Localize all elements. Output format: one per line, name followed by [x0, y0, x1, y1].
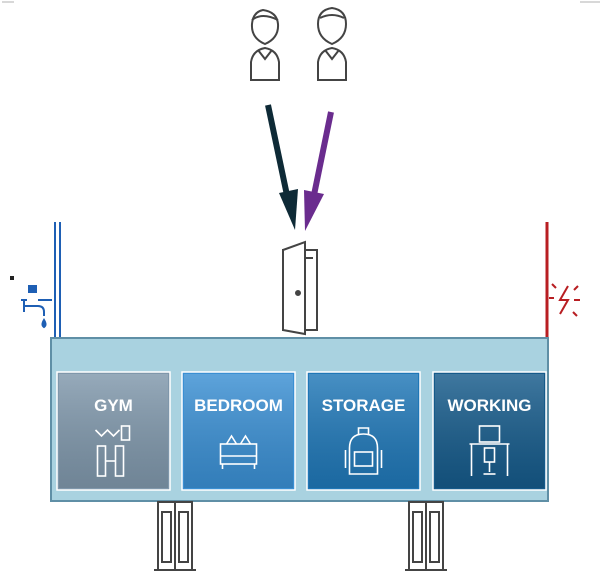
- desk-chair-icon: [469, 425, 510, 476]
- room-card-working: WORKING: [432, 371, 547, 491]
- room-label: WORKING: [447, 396, 531, 415]
- bed-icon: [219, 434, 258, 469]
- room-card-bedroom: BEDROOM: [181, 371, 296, 491]
- room-card-storage: STORAGE: [306, 371, 421, 491]
- arrow-person-1: [265, 104, 298, 230]
- room-card-gym: GYM: [56, 371, 171, 491]
- water-tap-icon: [21, 285, 52, 329]
- electricity-icon: [549, 283, 580, 317]
- room-card-shade: [309, 374, 418, 488]
- window-icon: [405, 501, 447, 571]
- user-icon: [316, 6, 348, 81]
- room-card-shade: [59, 374, 168, 488]
- room-label: STORAGE: [322, 396, 406, 415]
- room-card-shade: [184, 374, 293, 488]
- room-label: GYM: [94, 396, 133, 415]
- room-label: BEDROOM: [194, 396, 283, 415]
- arrow-person-2: [304, 111, 334, 231]
- rooms-group: GYM BEDROOM STORAGE WORKING: [56, 371, 547, 491]
- window-icon: [154, 501, 196, 571]
- dumbbell-icon: [94, 425, 131, 477]
- door-icon: [282, 240, 318, 336]
- backpack-icon: [344, 427, 383, 475]
- user-icon: [250, 8, 280, 81]
- dot-marker: [10, 276, 14, 280]
